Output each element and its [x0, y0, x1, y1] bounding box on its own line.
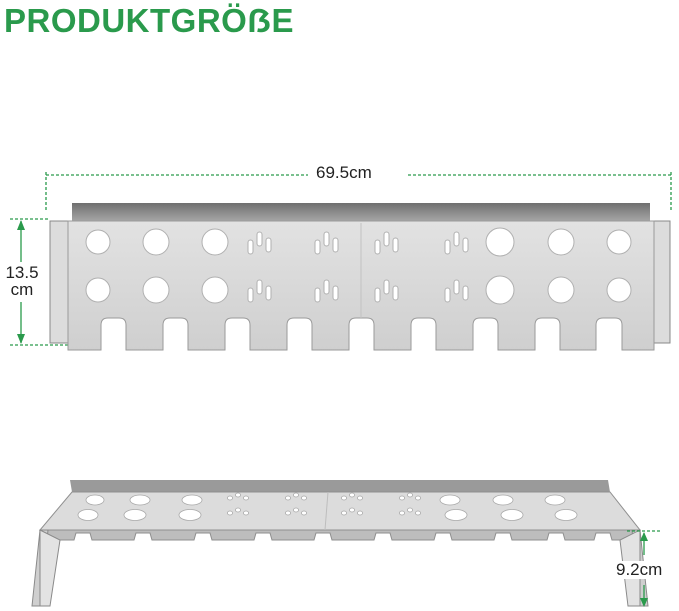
- front-view: [49, 203, 671, 351]
- height-unit: cm: [10, 280, 34, 299]
- perspective-view: [31, 480, 649, 607]
- height-value: 13.5: [5, 263, 39, 282]
- width-label: 69.5cm: [312, 164, 376, 182]
- depth-label: 9.2cm: [614, 560, 665, 579]
- width-dimension: [45, 172, 672, 210]
- arrow-down-icon: [17, 334, 25, 344]
- height-label: 13.5 cm: [0, 264, 44, 298]
- page-title: PRODUKTGRÖẞE: [4, 2, 294, 39]
- arrow-up-icon: [640, 532, 648, 541]
- arrow-up-icon: [17, 220, 25, 230]
- arrow-down-icon: [640, 598, 648, 607]
